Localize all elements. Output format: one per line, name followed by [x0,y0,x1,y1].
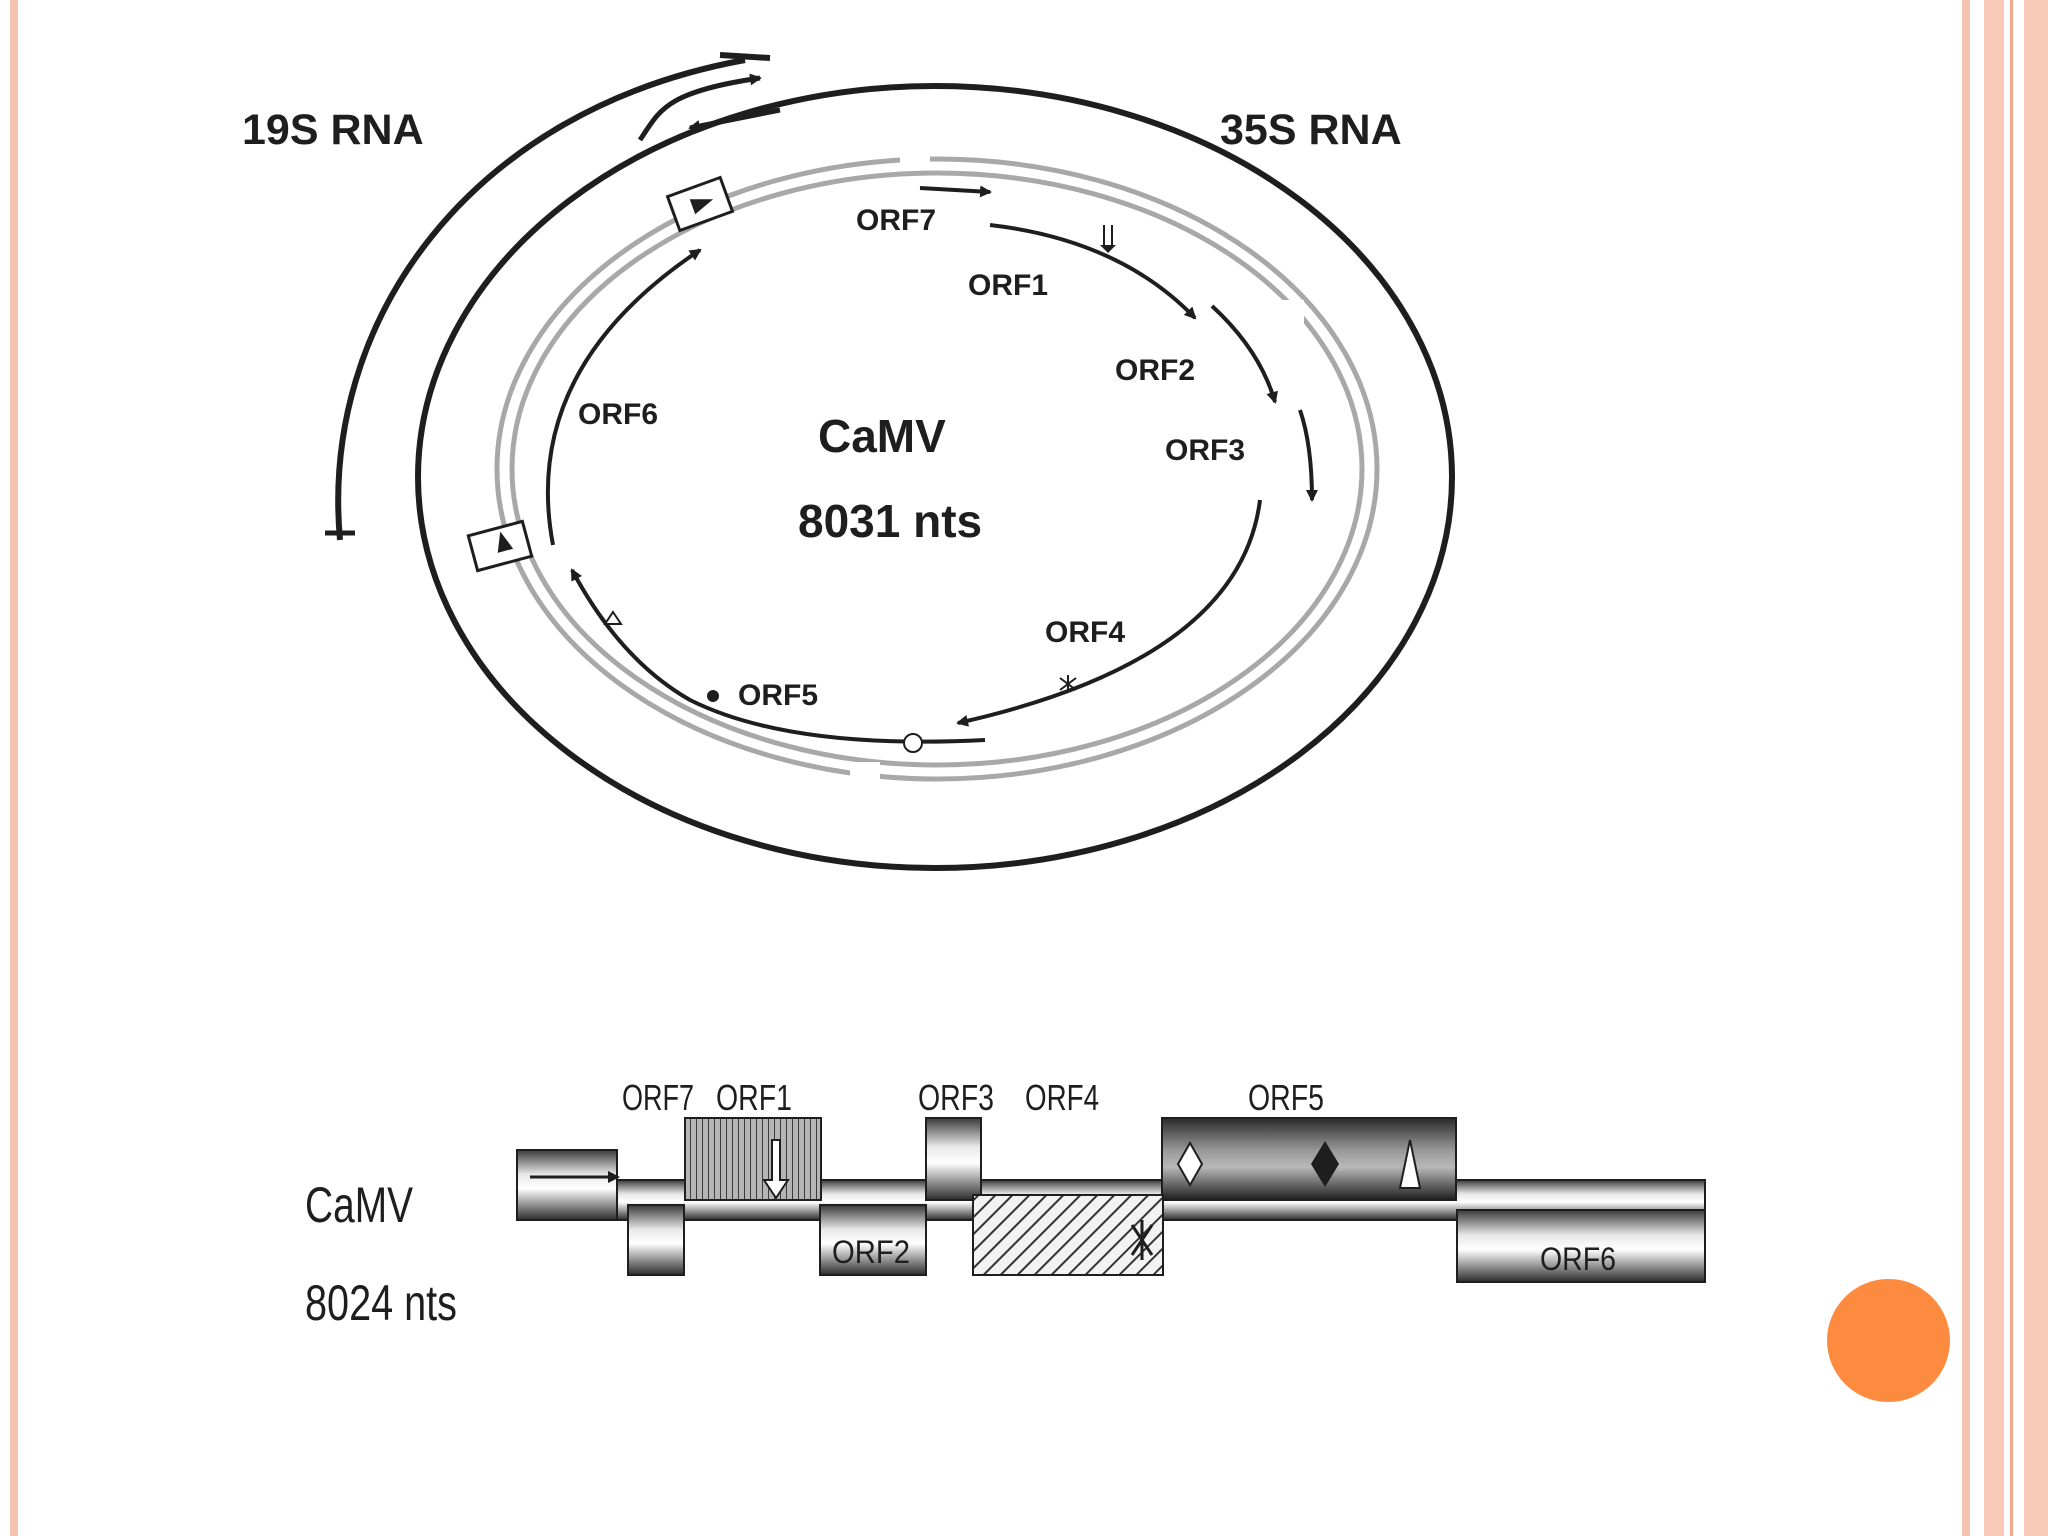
orf4-star-marker [1130,1220,1154,1260]
open-circle-marker [903,733,923,753]
orf5-filled-diamond [1311,1141,1339,1187]
rna-35s-start-arrow [637,73,762,142]
circular-orf4-label: ORF4 [1045,616,1125,649]
orf5-open-diamond [1176,1140,1204,1188]
linear-genome-map: ORF7 ORF1 ORF2 ORF3 ORF4 ORF5 ORF6 CaMV … [305,1077,1706,1331]
orf1-box [684,1117,822,1201]
circular-orf7-label: ORF7 [856,204,936,237]
circular-virus-name: CaMV [818,410,946,462]
orf6-arrow [545,248,702,546]
rna-35s-label: 35S RNA [1220,106,1402,154]
rna-19s-label: 19S RNA [242,106,424,154]
dna-gap-top [900,150,930,170]
circular-orf2-label: ORF2 [1115,354,1195,387]
orf7-box [627,1204,685,1276]
rna-19s-arc [335,57,746,541]
rna-19s-tip [719,52,771,61]
slide-frame-right-line [2010,0,2013,1536]
orf4-box [972,1194,1164,1276]
promoter-box-19s [466,519,534,573]
linear-orf4-label: ORF4 [1025,1077,1099,1118]
orf5-arrow [570,568,986,744]
asterisk-marker [1059,675,1077,693]
triangle-marker [603,610,623,625]
filled-circle-marker [707,690,719,702]
circular-orf6-label: ORF6 [578,398,658,431]
linear-orf5-label: ORF5 [1248,1077,1324,1118]
orf7-arrow [919,185,992,198]
slide-frame-right-outer [2024,0,2048,1536]
linear-genome-size: 8024 nts [305,1275,457,1331]
linear-orf1-label: ORF1 [716,1077,792,1118]
double-tick-marker [1100,225,1116,253]
circular-orf5-label: ORF5 [738,679,818,712]
linear-virus-name: CaMV [305,1177,414,1233]
circular-genome-map: 19S RNA 35S RNA CaMV 8031 nts ORF7 ORF1 … [242,52,1455,871]
slide-frame-right-inner [1962,0,1970,1536]
linear-orf7-label: ORF7 [622,1077,694,1118]
orf6-box [1456,1209,1706,1283]
circular-genome-size: 8031 nts [798,495,982,547]
linear-orf6-label: ORF6 [1540,1241,1616,1277]
linear-orf3-label: ORF3 [918,1077,994,1118]
dna-ring-inner [509,170,1365,768]
promoter-block [516,1149,618,1221]
linear-orf2-label: ORF2 [832,1234,910,1270]
orf2-box [819,1204,927,1276]
orf1-arrow [989,223,1197,320]
orf3-box [925,1117,982,1201]
slide-frame-left [10,0,18,1536]
dna-ring-outer [494,156,1380,782]
orf2-arrow [1210,304,1278,404]
orf4-arrow [956,499,1262,727]
slide-accent-dot [1827,1279,1950,1402]
orf3-arrow [1298,409,1318,502]
dna-gap-bottom [850,762,880,786]
promoter-box-35s [665,175,735,233]
slide-frame-right-band [1984,0,2004,1536]
dna-gap-right [1282,300,1304,340]
outer-ring [415,83,1455,871]
orf5-triangle [1398,1139,1422,1189]
circular-orf3-label: ORF3 [1165,434,1245,467]
orf1-down-arrow [762,1139,790,1200]
circular-orf1-label: ORF1 [968,269,1048,302]
rna-35s-end-arrow [688,107,781,132]
